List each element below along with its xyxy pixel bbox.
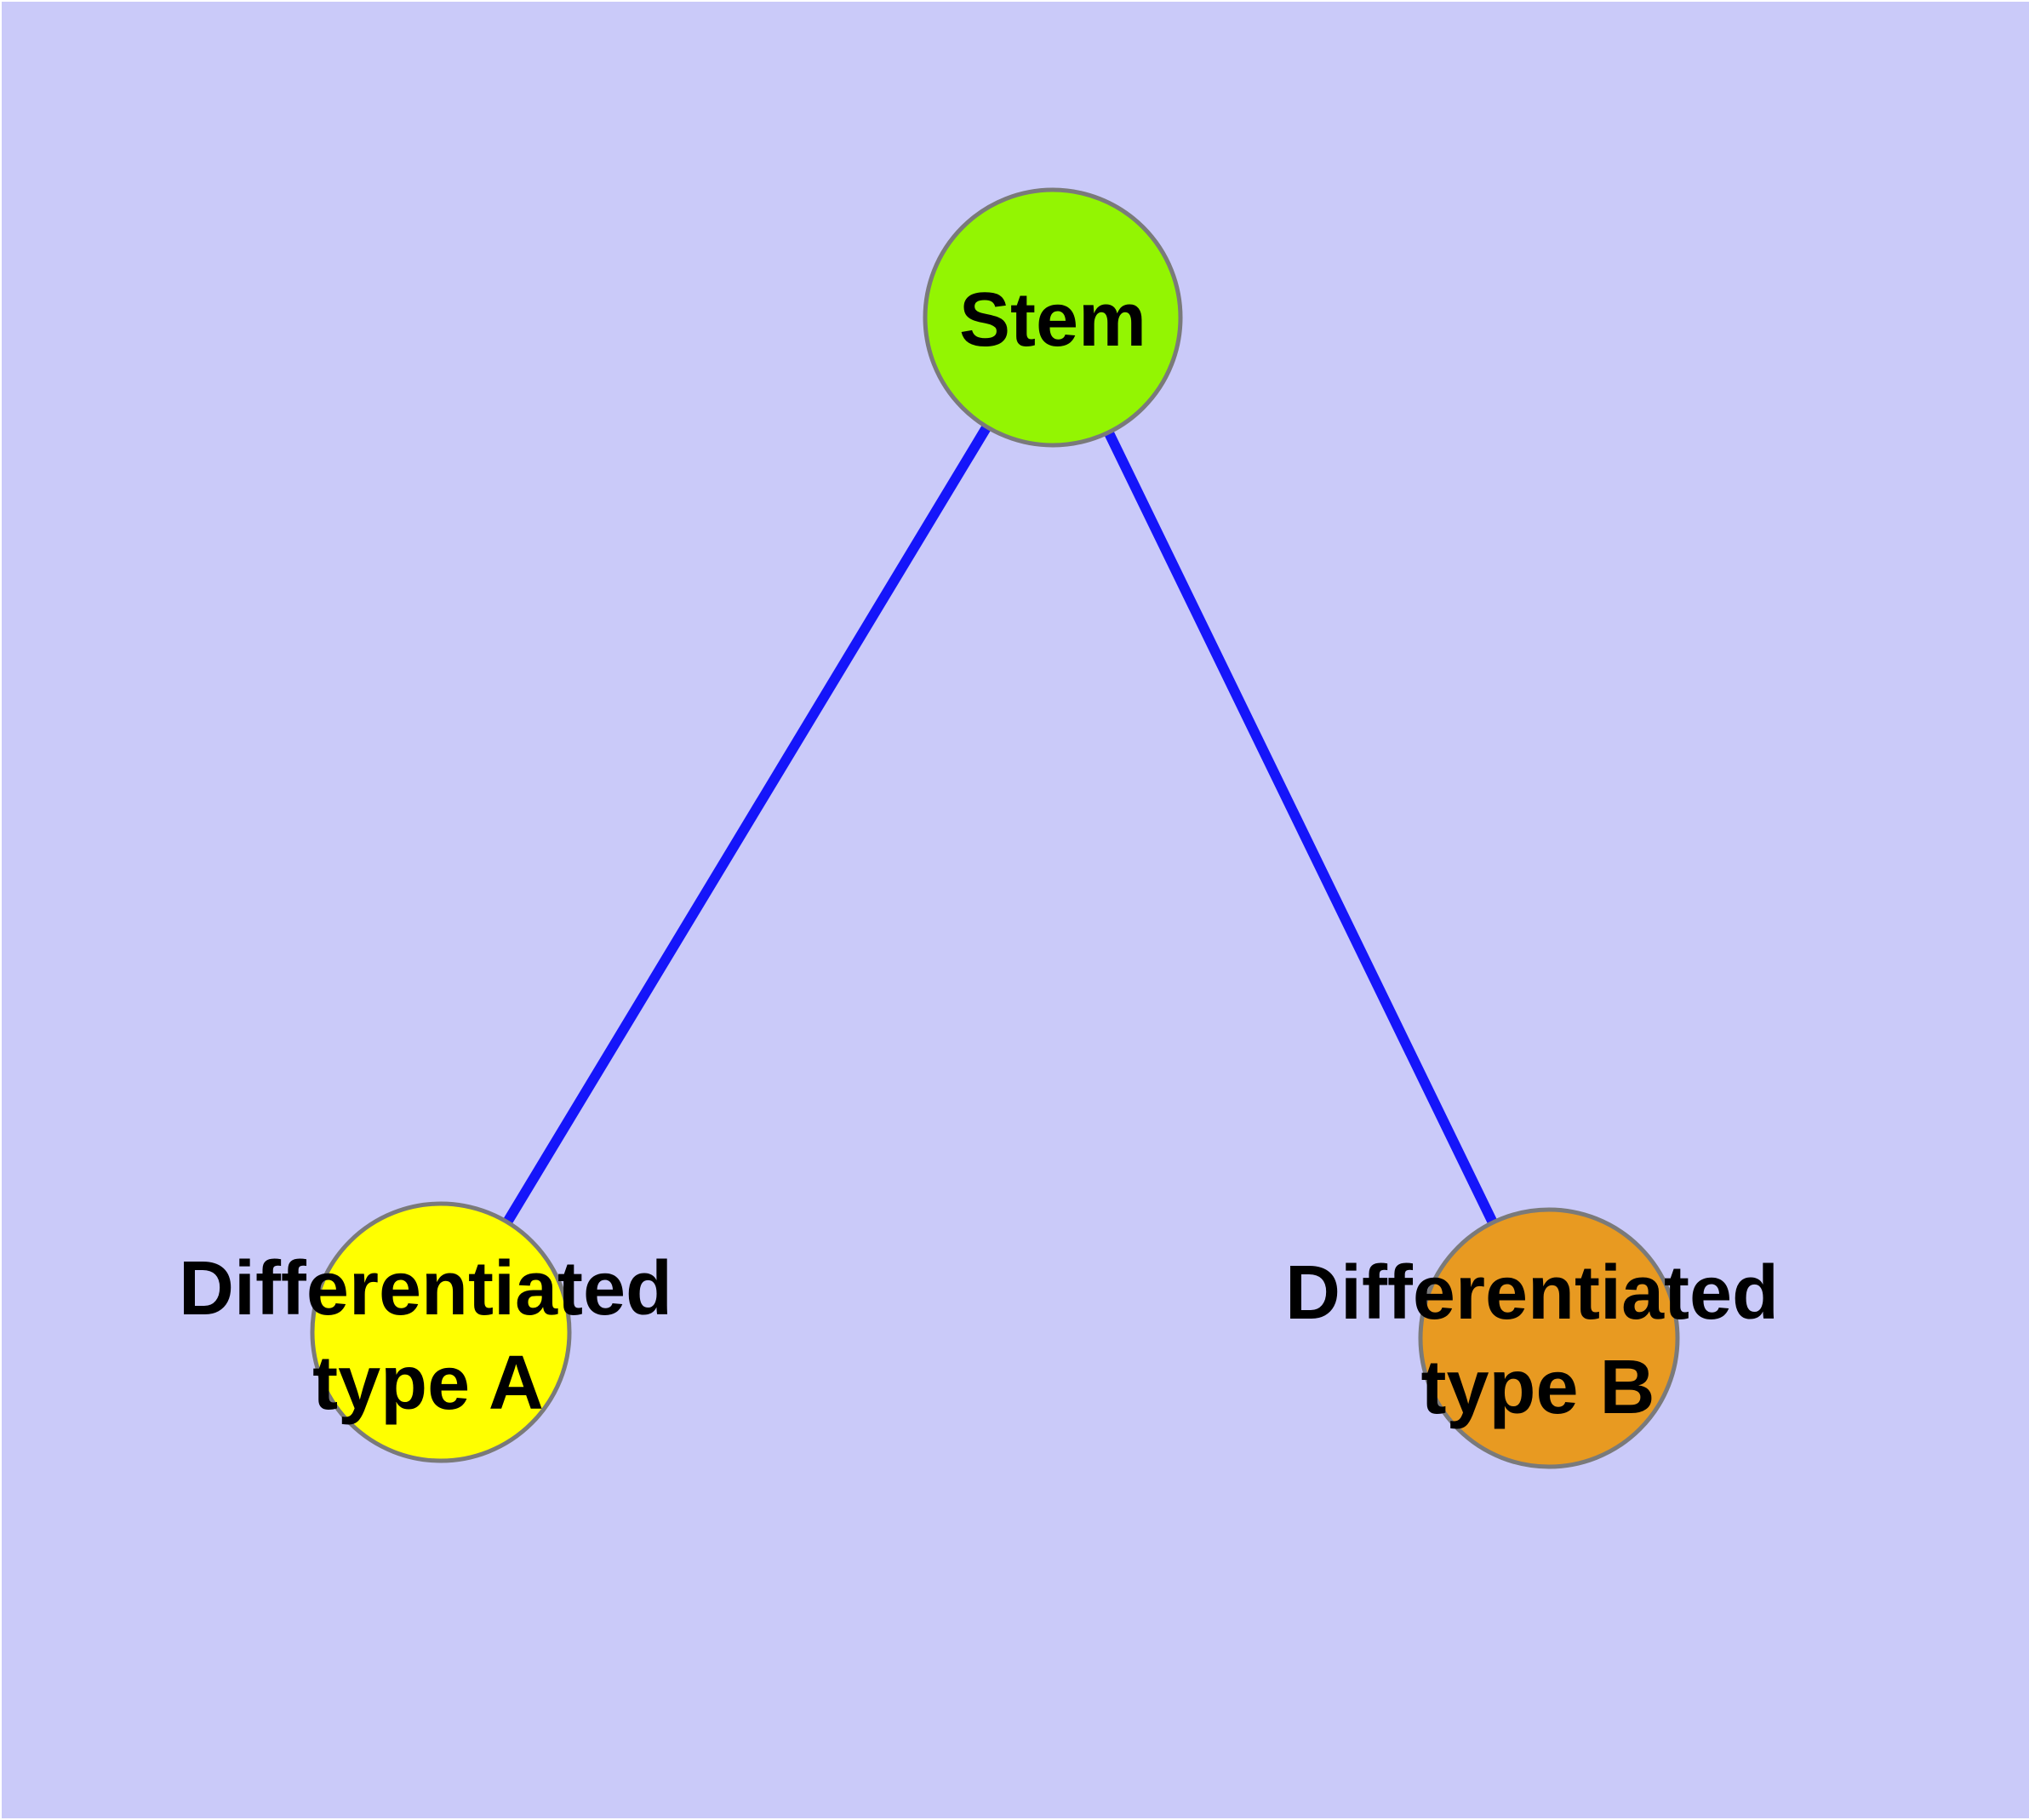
node-stem-circle	[923, 187, 1183, 448]
node-group	[310, 187, 1680, 1469]
node-type-b-circle	[1418, 1207, 1680, 1469]
edge-stem-to-type-a	[436, 314, 1058, 1336]
node-type-a-label-line1: Differentiated	[179, 1246, 672, 1331]
edge-stem-to-type-b	[1048, 315, 1554, 1341]
edge-group	[436, 314, 1554, 1341]
node-type-b-label-line1: Differentiated	[1285, 1251, 1779, 1336]
node-stem-label: Stem	[959, 278, 1146, 363]
node-type-a-label-line2: type A	[312, 1341, 544, 1426]
label-group: Stem Differentiated type A Differentiate…	[179, 278, 1779, 1430]
node-type-b-label-line2: type B	[1420, 1345, 1655, 1430]
node-type-a-circle	[310, 1201, 572, 1463]
